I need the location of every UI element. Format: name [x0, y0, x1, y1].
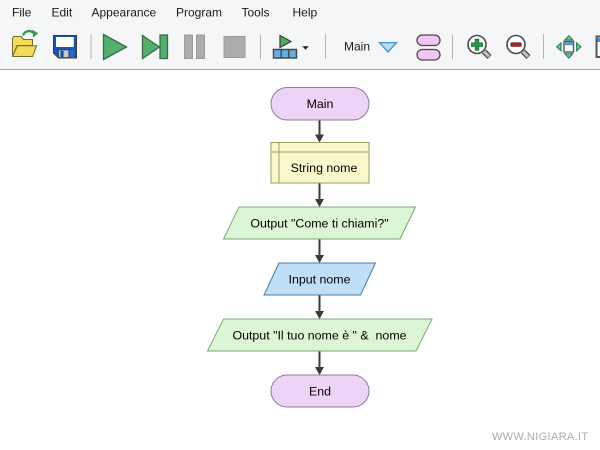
svg-text:String nome: String nome [291, 161, 358, 175]
svg-text:Tools: Tools [242, 5, 270, 19]
svg-text:Output "Come ti chiami?": Output "Come ti chiami?" [250, 217, 388, 231]
svg-text:End: End [309, 385, 331, 399]
svg-text:Program: Program [176, 5, 222, 19]
svg-text:Main: Main [344, 40, 370, 54]
svg-text:Help: Help [293, 5, 318, 19]
svg-text:WWW.NIGIARA.IT: WWW.NIGIARA.IT [492, 431, 589, 443]
svg-text:Main: Main [307, 97, 334, 111]
svg-text:Output "Il tuo nome è " & nom: Output "Il tuo nome è " & nome [232, 329, 406, 343]
svg-text:Edit: Edit [52, 5, 73, 19]
svg-text:Input nome: Input nome [289, 273, 351, 287]
svg-text:File: File [12, 5, 32, 19]
svg-text:Appearance: Appearance [92, 5, 157, 19]
